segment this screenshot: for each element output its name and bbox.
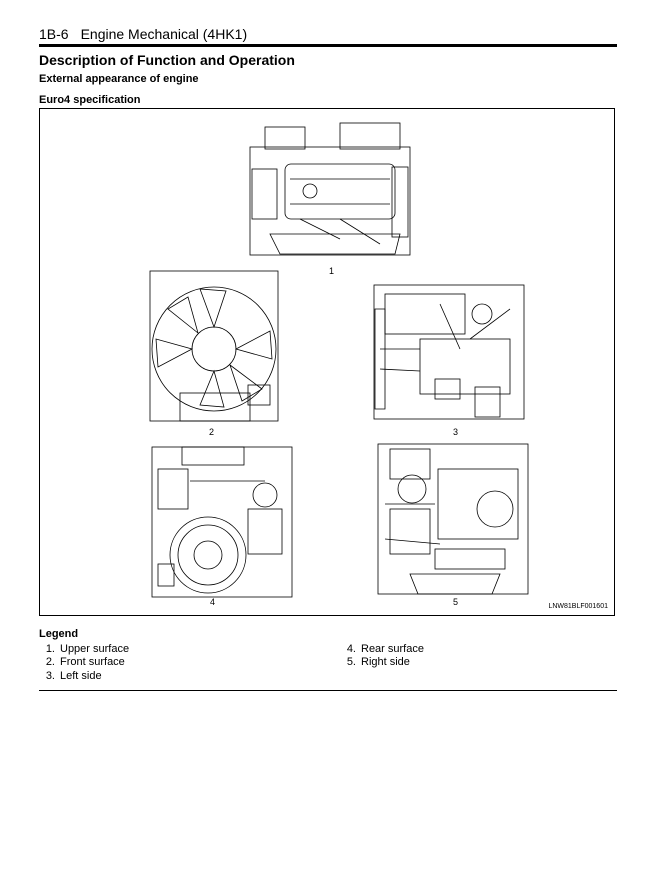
legend-item-label: Upper surface: [60, 643, 130, 655]
engine-view-upper: [249, 122, 411, 256]
section-code: 1B-6: [39, 26, 69, 42]
view-number-1: 1: [329, 266, 335, 276]
section-title: Engine Mechanical (4HK1): [80, 26, 248, 42]
legend-item-number: 5.: [346, 656, 356, 668]
view-number-4: 4: [210, 597, 216, 607]
spec-heading: Euro4 specification: [39, 94, 141, 106]
legend-rule: [39, 690, 617, 691]
legend-item-number: 2.: [45, 656, 55, 668]
engine-figure: 1 2 3 4 5 LNW81BLF001601: [39, 108, 615, 616]
engine-view-front: [149, 270, 279, 422]
legend-item: 5. Right side: [340, 656, 410, 668]
engine-illustrations: [149, 122, 529, 598]
legend-item-label: Left side: [60, 670, 102, 682]
legend-item: 1. Upper surface: [39, 643, 129, 655]
engine-view-rear: [151, 446, 293, 598]
view-number-3: 3: [453, 427, 459, 437]
engine-view-right: [377, 443, 529, 595]
legend-item-label: Right side: [361, 656, 410, 668]
legend-item-number: 4.: [346, 643, 356, 655]
legend-item: 2. Front surface: [39, 656, 125, 668]
legend-item-label: Front surface: [60, 656, 125, 668]
view-number-5: 5: [453, 597, 459, 607]
sub-heading: External appearance of engine: [39, 73, 199, 85]
legend-item-label: Rear surface: [361, 643, 424, 655]
engine-view-left: [373, 284, 525, 420]
figure-code: LNW81BLF001601: [548, 603, 608, 610]
legend-item: 4. Rear surface: [340, 643, 424, 655]
legend-item-number: 1.: [45, 643, 55, 655]
legend-item: 3. Left side: [39, 670, 102, 682]
main-heading: Description of Function and Operation: [39, 52, 295, 68]
legend-item-number: 3.: [45, 670, 55, 682]
legend-title: Legend: [39, 628, 79, 640]
view-number-2: 2: [209, 427, 215, 437]
page-header: 1B-6 Engine Mechanical (4HK1): [39, 26, 247, 42]
header-rule: [39, 44, 617, 47]
